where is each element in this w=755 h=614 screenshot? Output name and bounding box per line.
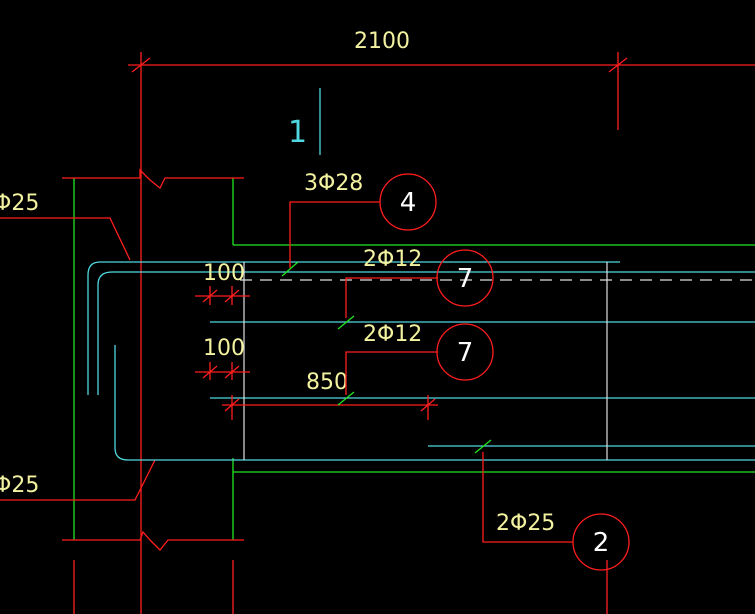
dimension-850: 850 [306,370,348,395]
section-verticals [243,262,608,460]
dimension-100-upper: 100 [203,261,245,286]
label-left-upper: Φ25 [0,191,39,216]
label-left-lower: Φ25 [0,473,39,498]
callout-leaders [289,201,573,543]
callout-4: 4 [379,173,437,231]
column-outline [73,178,755,540]
label-mid-bar-lower: 2Φ12 [363,322,422,347]
top-dimension [128,52,755,614]
dimension-2100: 2100 [354,29,410,54]
left-leaders [0,217,156,501]
callout-number-7-upper: 7 [457,264,474,294]
callout-2: 2 [572,513,630,571]
callout-7-lower: 7 [436,323,494,381]
callout-number-4: 4 [400,188,417,218]
anchor-dimensions [195,286,438,420]
dimension-100-lower: 100 [203,336,245,361]
rebars [87,261,755,461]
callout-circle-4 [379,173,437,231]
leader-ticks [281,261,492,454]
callout-circle-7-upper [436,249,494,307]
callout-circle-2 [572,513,630,571]
callout-number-7-lower: 7 [457,338,474,368]
label-top-bars: 3Φ28 [304,171,363,196]
callout-circle-7-lower [436,323,494,381]
callout-number-2: 2 [593,528,610,558]
section-number: 1 [288,115,307,150]
column-break-lines [62,168,608,614]
callout-7-upper: 7 [436,249,494,307]
label-bottom-bars: 2Φ25 [496,511,555,536]
label-mid-bar-upper: 2Φ12 [363,247,422,272]
